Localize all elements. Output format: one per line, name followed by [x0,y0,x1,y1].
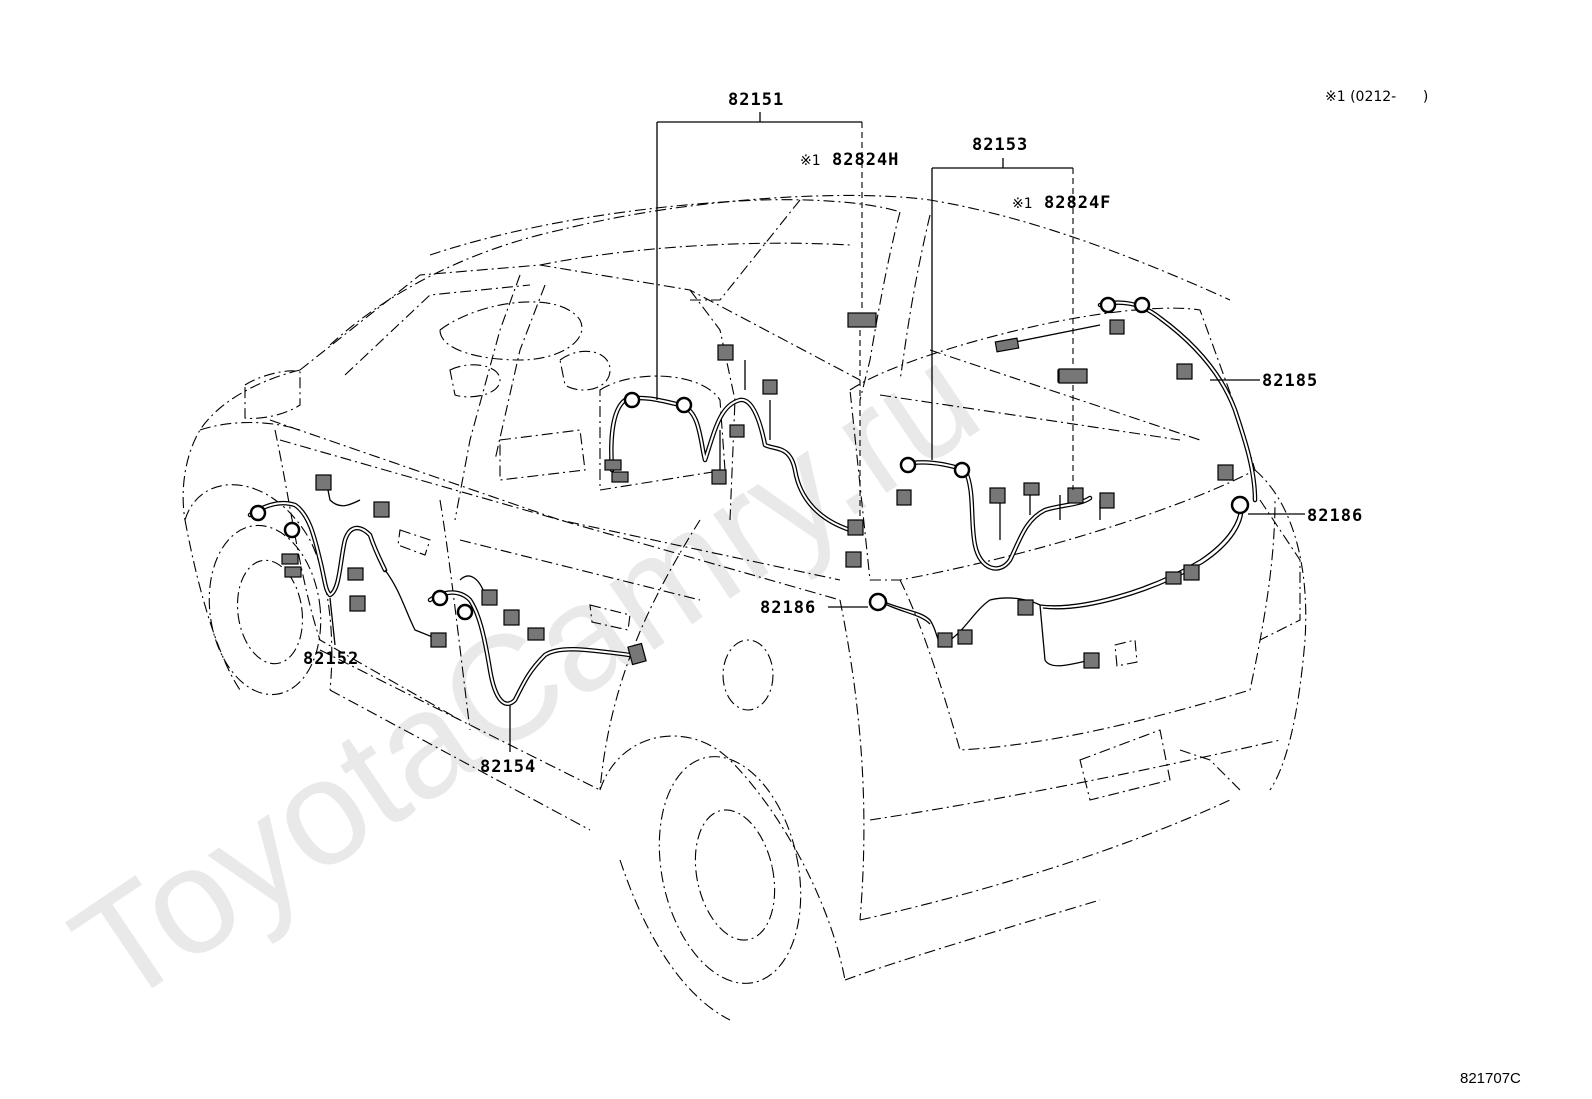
clip-82824h-icon [847,312,877,328]
harness-82152 [247,474,447,648]
vehicle-body-outline [182,194,1307,1021]
label-82151: 82151 [728,90,784,110]
harness-82151 [604,344,864,568]
label-82186-left: 82186 [760,598,816,618]
harness-82153 [896,456,1115,571]
label-82185: 82185 [1262,371,1318,391]
figure-code: 821707C [1460,1070,1521,1087]
harness-82185 [994,296,1258,503]
mark-82824h: ※1 [800,153,821,169]
label-82186-right: 82186 [1307,506,1363,526]
applicability-note: ※1 (0212- ) [1325,89,1428,105]
label-82153: 82153 [972,135,1028,155]
label-82824f: 82824F [1044,193,1111,213]
watermark: ToyotaCamry.ru [44,311,1006,1036]
mark-82824f: ※1 [1012,196,1033,212]
harness-82154 [427,575,647,706]
label-82824h: 82824H [832,150,899,170]
label-82152: 82152 [303,649,359,669]
leader-lines [329,112,1305,752]
label-82154: 82154 [480,757,536,777]
harness-82186 [868,495,1250,669]
clip-82824f-icon [1058,368,1088,384]
